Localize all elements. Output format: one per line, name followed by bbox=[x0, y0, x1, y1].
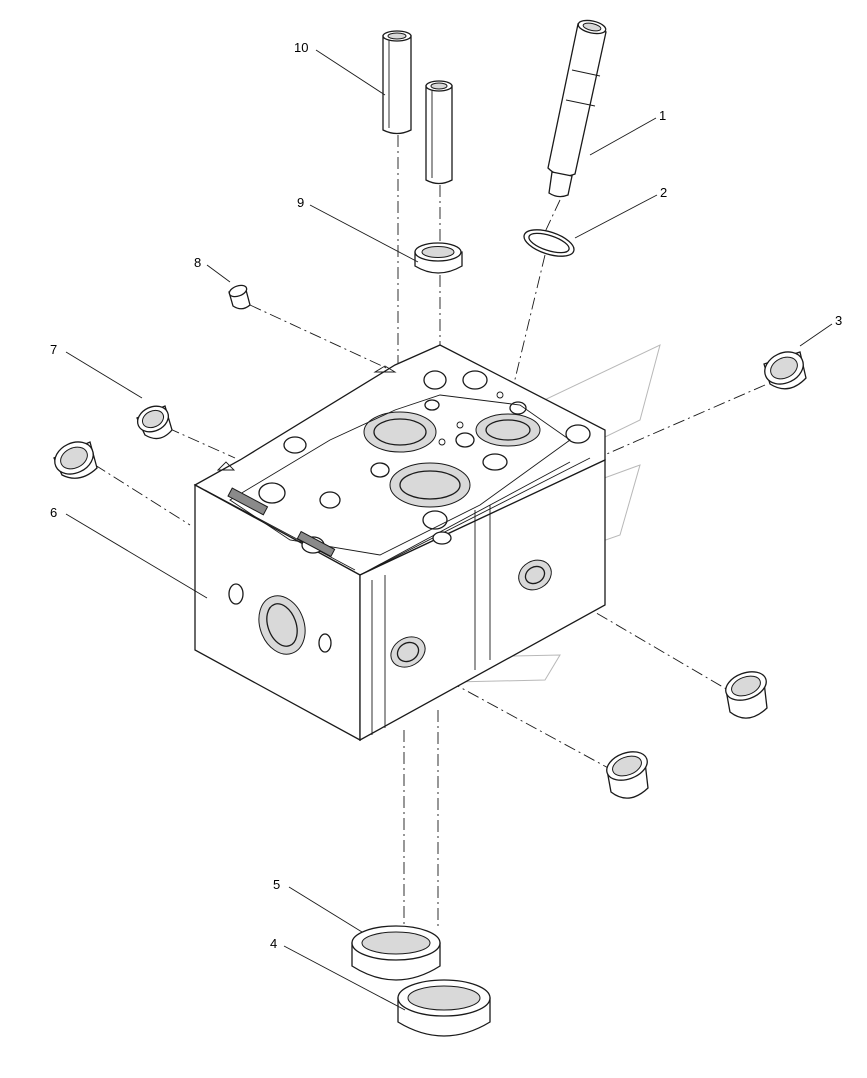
callout-7: 7 bbox=[50, 342, 57, 357]
part-6-plug-left bbox=[53, 441, 98, 479]
callout-10: 10 bbox=[294, 40, 308, 55]
part-3-plug bbox=[763, 351, 807, 390]
callout-9: 9 bbox=[297, 195, 304, 210]
part-10-sleeve bbox=[382, 30, 412, 135]
part-8-small-plug bbox=[228, 284, 251, 310]
leader-lines bbox=[65, 49, 833, 1011]
part-1-injector-sleeve bbox=[547, 19, 607, 198]
part-7-plug bbox=[136, 405, 173, 440]
side-plug-right-lower bbox=[606, 751, 649, 799]
part-10-sleeve-second bbox=[425, 80, 453, 185]
part-2-seal-ring bbox=[523, 229, 575, 257]
part-4-valve-seat bbox=[397, 979, 491, 1037]
callout-3: 3 bbox=[835, 313, 842, 328]
callout-8: 8 bbox=[194, 255, 201, 270]
callout-1: 1 bbox=[659, 108, 666, 123]
part-5-valve-seat bbox=[351, 925, 441, 981]
part-9-seat-ring bbox=[414, 242, 463, 274]
callout-2: 2 bbox=[660, 185, 667, 200]
side-plug-right-upper bbox=[725, 671, 768, 719]
callout-labels: 10 1 2 3 9 8 7 6 5 4 bbox=[50, 40, 842, 951]
cylinder-head-block bbox=[193, 344, 606, 742]
callout-6: 6 bbox=[50, 505, 57, 520]
callout-4: 4 bbox=[270, 936, 277, 951]
callout-5: 5 bbox=[273, 877, 280, 892]
